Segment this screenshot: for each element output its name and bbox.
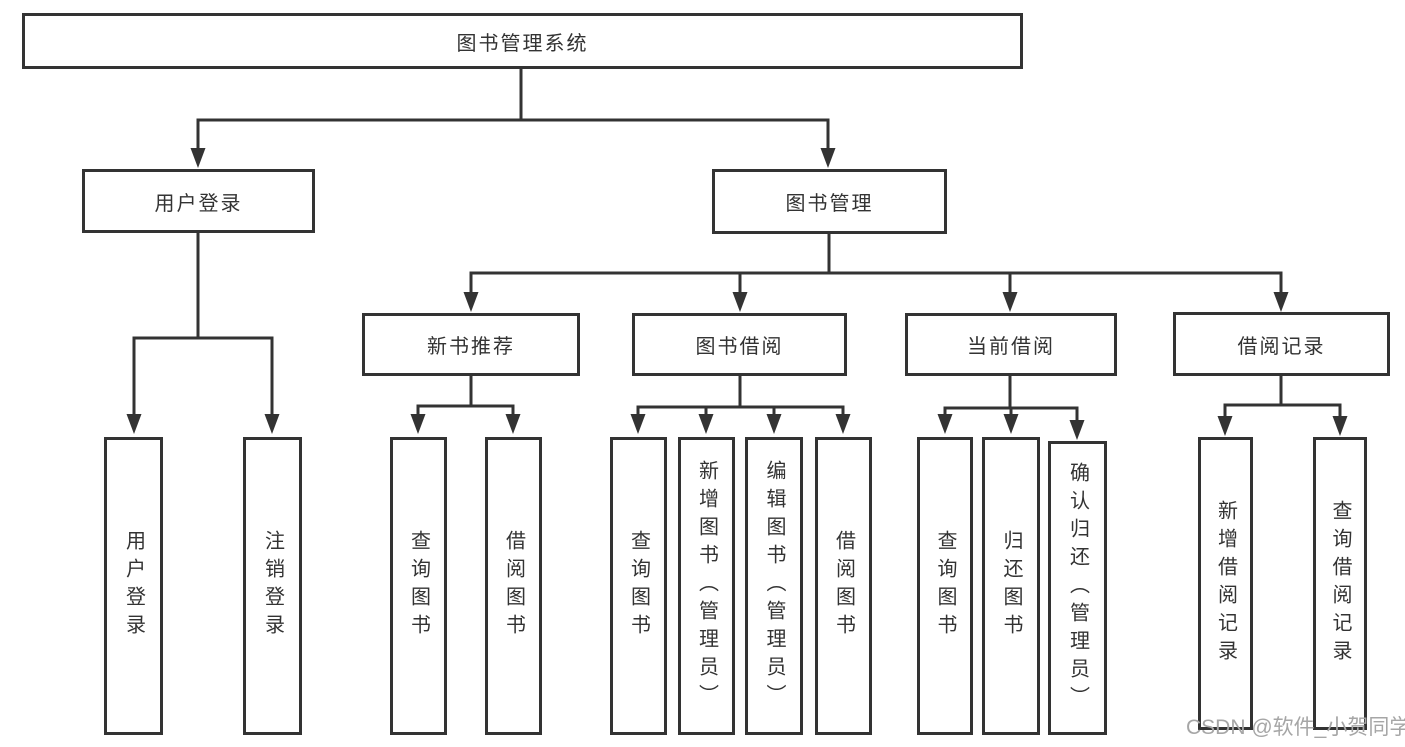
- leaf-user-login: 用户登录: [104, 437, 163, 735]
- node-root-label: 图书管理系统: [456, 32, 589, 55]
- node-borrow-records: 借阅记录: [1173, 312, 1390, 376]
- leaf-borrow-books-recommend: 借阅图书: [485, 437, 542, 735]
- leaf-query-books-recommend-label: 查询图书: [407, 530, 430, 642]
- node-borrow-records-label: 借阅记录: [1237, 335, 1326, 358]
- leaf-return-books-label: 归还图书: [1000, 530, 1022, 642]
- leaf-confirm-return-admin-label: 确认归还（管理员）: [1066, 462, 1089, 714]
- leaf-query-books-borrow-label: 查询图书: [627, 530, 650, 642]
- leaf-add-books-admin-label: 新增图书（管理员）: [695, 460, 718, 712]
- leaf-query-books-recommend: 查询图书: [390, 437, 447, 735]
- arrowheads: [126, 148, 1348, 440]
- leaf-query-books-current-label: 查询图书: [934, 530, 956, 642]
- node-book-management-label: 图书管理: [785, 193, 874, 215]
- leaf-query-borrow-record-label: 查询借阅记录: [1329, 499, 1351, 668]
- leaf-edit-books-admin-label: 编辑图书（管理员）: [763, 460, 785, 712]
- node-new-book-recommend: 新书推荐: [362, 313, 580, 376]
- leaf-borrow-books-recommend-label: 借阅图书: [502, 530, 525, 642]
- leaf-query-borrow-record: 查询借阅记录: [1313, 437, 1367, 730]
- csdn-watermark: CSDN @软件_小贺同学: [1186, 716, 1405, 739]
- leaf-confirm-return-admin: 确认归还（管理员）: [1048, 441, 1107, 735]
- node-user-login: 用户登录: [82, 169, 315, 233]
- node-user-login-label: 用户登录: [154, 192, 243, 215]
- leaf-logout-login-label: 注销登录: [261, 530, 284, 642]
- leaf-logout-login: 注销登录: [243, 437, 302, 735]
- node-current-borrow: 当前借阅: [905, 313, 1117, 376]
- node-book-borrow: 图书借阅: [632, 313, 847, 376]
- leaf-user-login-label: 用户登录: [122, 530, 145, 642]
- leaf-edit-books-admin: 编辑图书（管理员）: [745, 437, 803, 735]
- node-book-management: 图书管理: [712, 169, 947, 234]
- node-book-borrow-label: 图书借阅: [695, 336, 784, 358]
- node-current-borrow-label: 当前借阅: [967, 336, 1055, 358]
- node-root: 图书管理系统: [22, 13, 1023, 69]
- leaf-borrow-books-borrow: 借阅图书: [815, 437, 872, 735]
- leaf-add-books-admin: 新增图书（管理员）: [678, 437, 735, 735]
- leaf-add-borrow-record: 新增借阅记录: [1198, 437, 1253, 730]
- leaf-return-books: 归还图书: [982, 437, 1040, 735]
- leaf-borrow-books-borrow-label: 借阅图书: [832, 530, 855, 642]
- leaf-add-borrow-record-label: 新增借阅记录: [1214, 499, 1237, 668]
- node-new-book-recommend-label: 新书推荐: [427, 336, 515, 358]
- leaf-query-books-current: 查询图书: [917, 437, 973, 735]
- leaf-query-books-borrow: 查询图书: [610, 437, 667, 735]
